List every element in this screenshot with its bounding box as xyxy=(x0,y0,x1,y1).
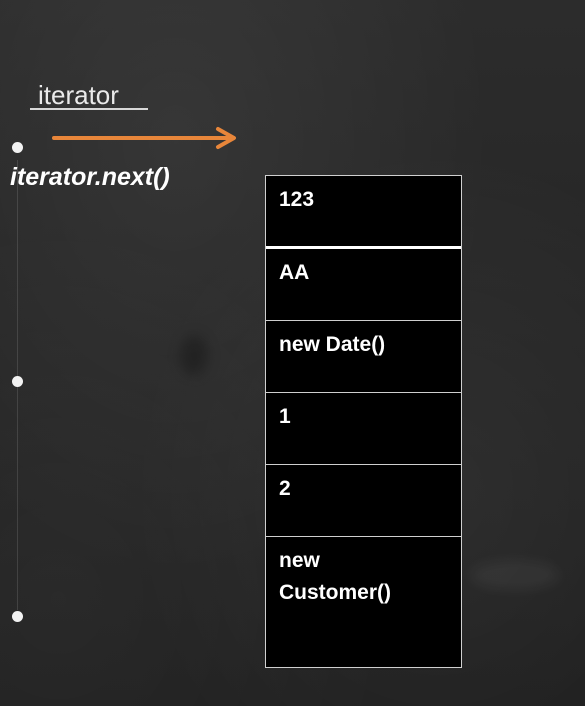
collection-item: new Customer() xyxy=(266,537,461,667)
iterator-underline xyxy=(30,108,148,110)
pointer-arrow-icon xyxy=(52,127,236,149)
chalk-smudge xyxy=(180,335,208,375)
collection-item-text: Customer() xyxy=(279,581,392,604)
bullet-dot xyxy=(12,611,23,622)
collection-item-text: new xyxy=(279,549,320,572)
collection-item: AA xyxy=(266,249,461,321)
collection-item-text: 1 xyxy=(279,405,291,428)
collection-item: 1 xyxy=(266,393,461,465)
collection-item-text: AA xyxy=(279,261,310,284)
collection-item: 2 xyxy=(266,465,461,537)
iterator-label: iterator xyxy=(38,80,119,110)
collection-item-text: 123 xyxy=(279,188,315,211)
collection-stack: 123 AA new Date() 1 2 new Customer() xyxy=(265,175,462,668)
collection-item: 123 xyxy=(266,176,461,249)
bullet-dot xyxy=(12,142,23,153)
collection-item: new Date() xyxy=(266,321,461,393)
bullet-dot xyxy=(12,376,23,387)
chalk-smudge xyxy=(470,560,560,590)
iterator-next-call: iterator.next() xyxy=(10,163,170,191)
collection-item-text: new Date() xyxy=(279,333,386,356)
collection-item-text: 2 xyxy=(279,477,291,500)
